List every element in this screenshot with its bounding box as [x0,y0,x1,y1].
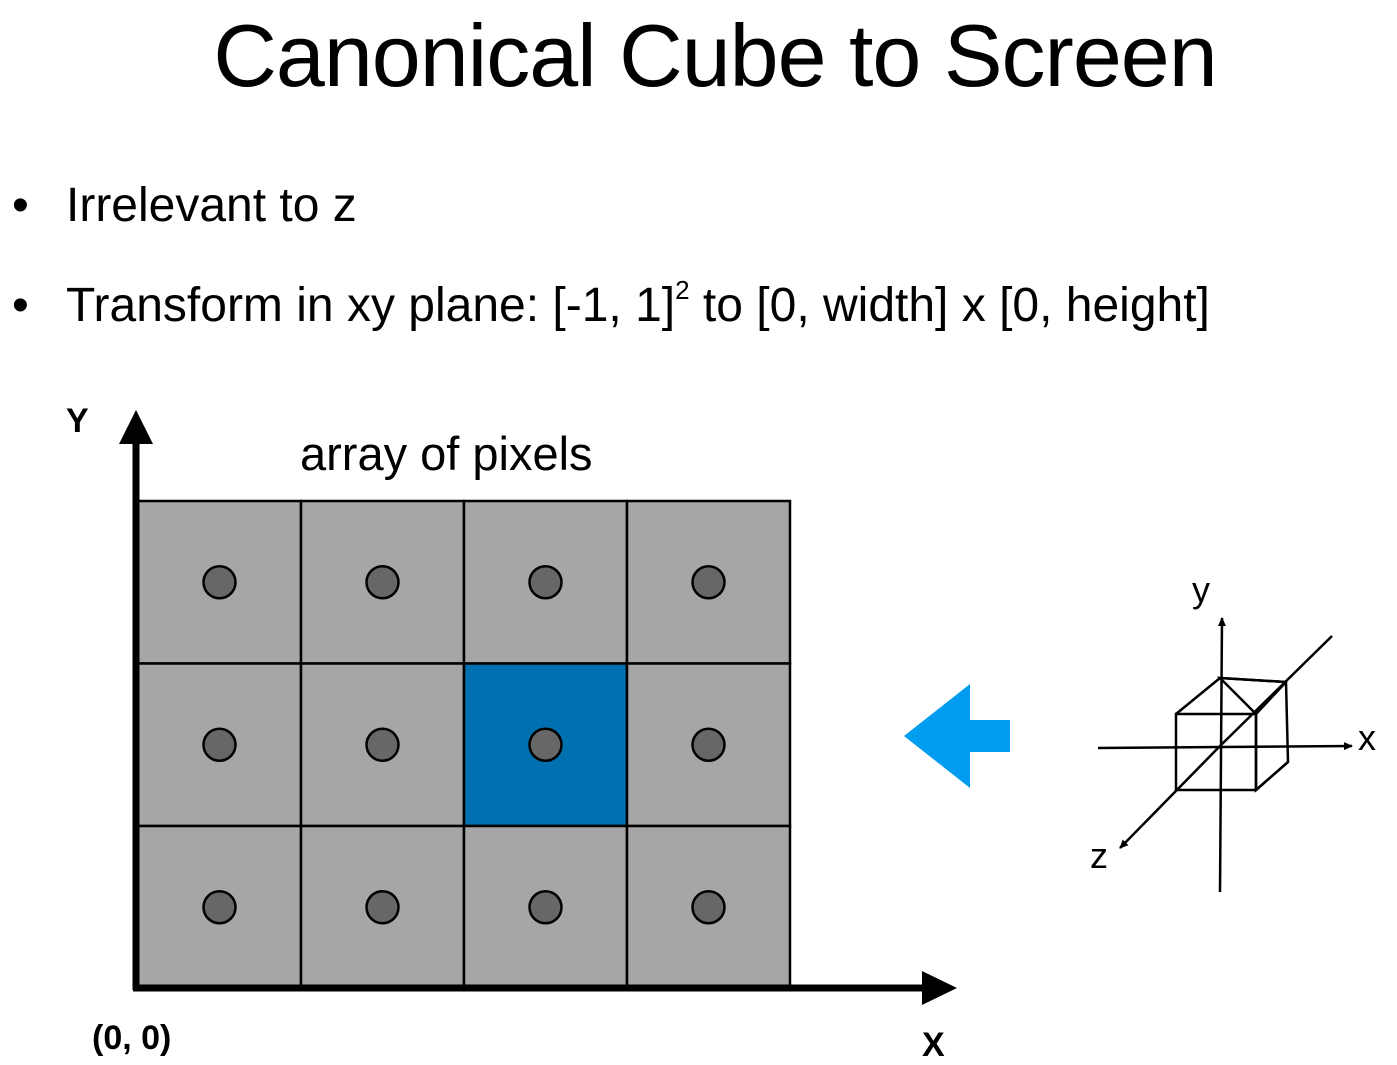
pixel-sample-point [365,890,400,925]
pixel-sample-point [365,565,400,600]
x-axis-label: X [922,1026,945,1064]
y-axis-arrowhead [119,410,153,444]
pixel-sample-point [691,890,726,925]
slide-title: Canonical Cube to Screen [213,6,1217,105]
cube-x-axis [1097,742,1353,751]
bullet-superscript: 2 [675,275,690,305]
pixel-sample-point [691,565,726,600]
x-axis-arrowhead [922,971,957,1005]
bullet-transform-xy: • Transform in xy plane: [-1, 1]2 to [0, … [12,275,1210,334]
cube-z-label: z [1090,835,1108,876]
bullet-marker: • [12,179,29,232]
bullet-text-before: Transform in xy plane: [-1, 1] [66,279,676,332]
pixel-sample-point [202,565,237,600]
pixel-array-label: array of pixels [300,427,593,480]
left-arrow-icon [904,684,1010,788]
cube-y-axis [1217,617,1226,893]
pixel-sample-point [365,727,400,762]
origin-label: (0, 0) [92,1019,171,1057]
cube-wireframe [1174,676,1290,793]
bullet-text: Irrelevant to z [66,179,357,232]
bullet-text-after: to [0, width] x [0, height] [689,279,1210,332]
bullet-irrelevant-to-z: • Irrelevant to z [12,178,357,234]
screen-axes [119,410,957,1005]
cube-x-label: x [1358,717,1376,758]
pixel-sample-point [528,565,563,600]
pixel-grid [136,499,792,990]
pixel-sample-point [202,890,237,925]
pixel-cell [625,662,792,828]
canonical-cube-diagram [1097,617,1353,893]
cube-y-label: y [1192,569,1210,610]
pixel-sample-point [202,727,237,762]
bullet-marker: • [12,279,29,332]
y-axis-label: Y [66,402,89,440]
pixel-sample-point [691,727,726,762]
cube-z-axis [1119,745,1221,849]
pixel-sample-point [528,727,563,762]
pixel-sample-point [528,890,563,925]
